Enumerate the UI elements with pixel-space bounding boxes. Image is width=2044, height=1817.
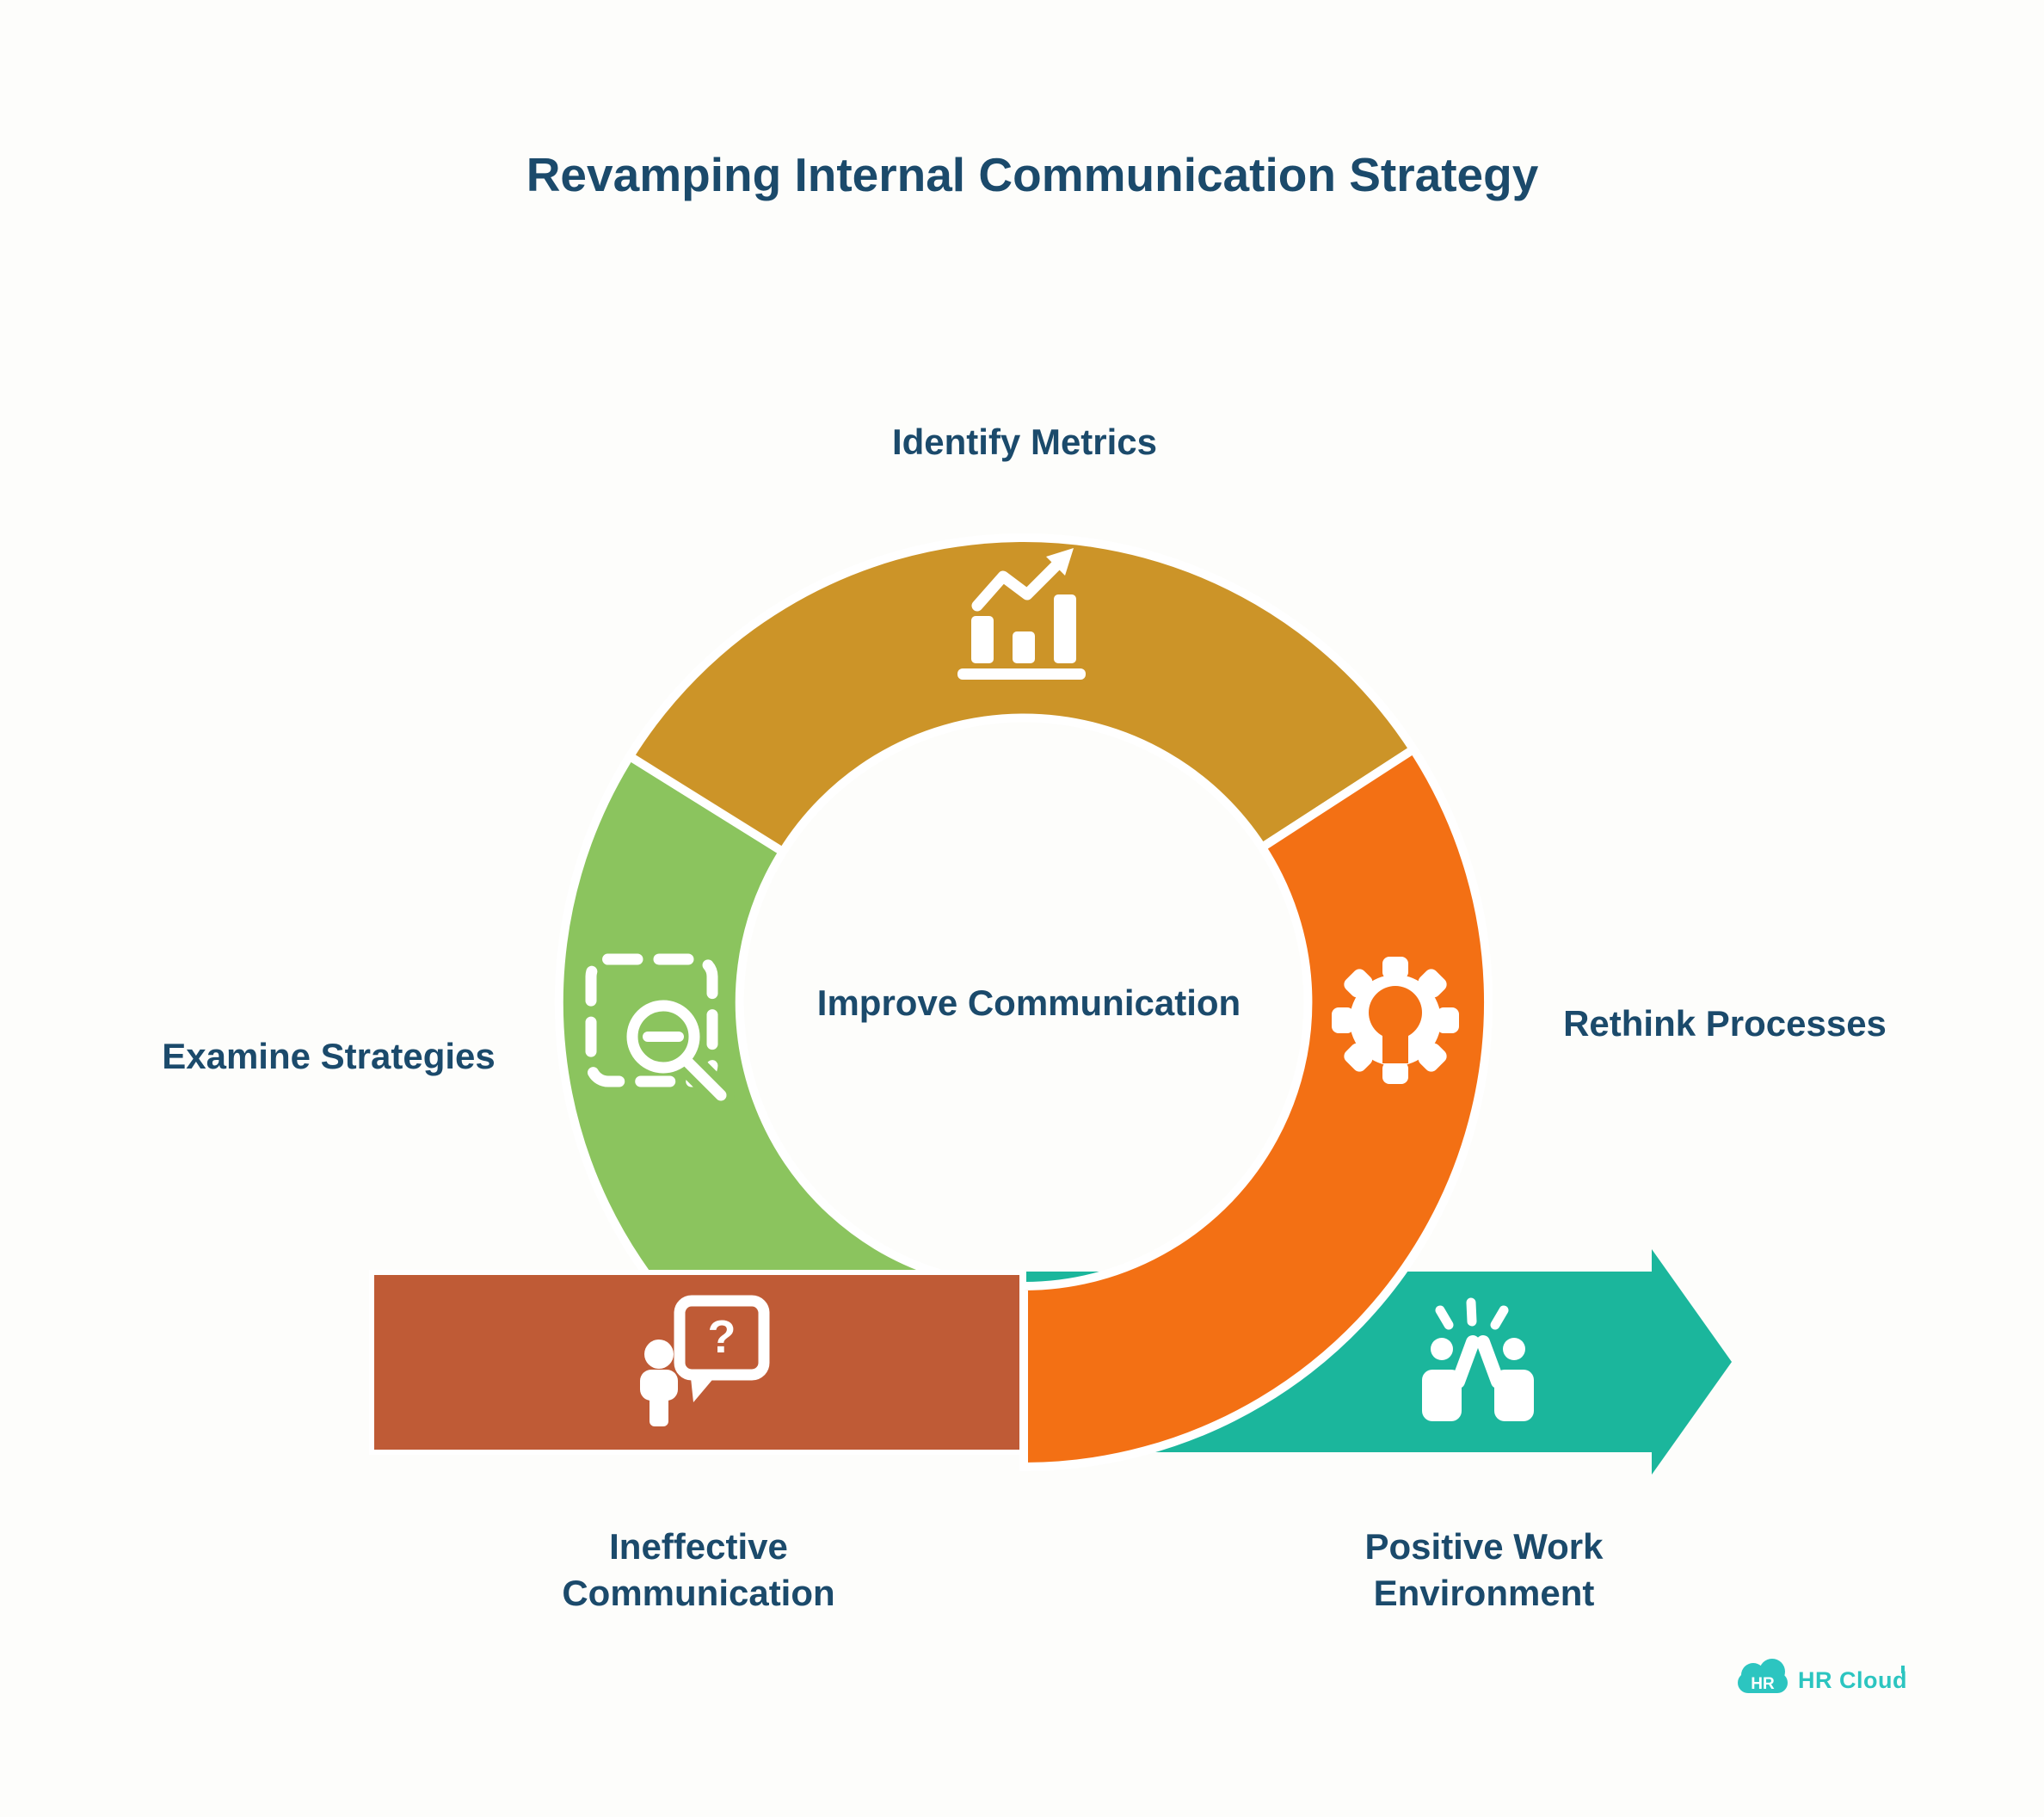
- label-ineffective-line1: Ineffective: [609, 1526, 788, 1567]
- logo-badge-text: HR: [1751, 1675, 1775, 1693]
- gear-icon: [1332, 957, 1459, 1084]
- trademark-mark: [1901, 1666, 1905, 1673]
- selection-dashed-square: [585, 953, 718, 1087]
- ring-segment-rethink: [1019, 743, 1493, 1472]
- zoom-selection-icon: [585, 953, 735, 1109]
- label-identify-metrics: Identify Metrics: [892, 422, 1157, 462]
- cloud-base: [1738, 1672, 1788, 1693]
- gear-bulb-neck: [1382, 1031, 1408, 1063]
- chart-bar-1: [971, 616, 994, 663]
- spark-middle: [1466, 1297, 1477, 1327]
- label-improve-communication: Improve Communication: [817, 982, 1241, 1023]
- person-head: [644, 1340, 674, 1369]
- gear-tooth: [1332, 1007, 1354, 1033]
- high-five-right-head: [1503, 1338, 1525, 1360]
- label-positive-line1: Positive Work: [1365, 1526, 1604, 1567]
- chart-bar-3: [1054, 594, 1076, 663]
- gear-tooth: [1437, 1007, 1459, 1033]
- person-question-icon: ?: [640, 1295, 770, 1426]
- high-five-right-arm: [1476, 1335, 1505, 1389]
- question-bubble: [674, 1295, 770, 1381]
- hr-cloud-logo: HR HR Cloud: [1738, 1659, 1907, 1693]
- person-legs: [650, 1394, 668, 1426]
- positive-arrow-head: [1652, 1249, 1732, 1475]
- chart-trend-line: [971, 556, 1066, 612]
- bar-chart-icon: [957, 548, 1086, 680]
- gear-tooth: [1382, 1062, 1408, 1084]
- logo-brand-text: HR Cloud: [1798, 1667, 1907, 1693]
- cloud-icon: HR: [1738, 1659, 1788, 1693]
- gear-bulb-hole: [1369, 986, 1422, 1039]
- ring-segment-identify: [624, 533, 1419, 858]
- question-mark: ?: [708, 1311, 736, 1363]
- magnifier-handle: [680, 1054, 727, 1101]
- label-examine-strategies: Examine Strategies: [162, 1036, 496, 1076]
- high-five-left-head: [1431, 1338, 1453, 1360]
- high-five-icon: [1422, 1297, 1534, 1421]
- high-five-left-arm: [1451, 1335, 1480, 1389]
- spark-left: [1435, 1305, 1454, 1330]
- label-rethink-processes: Rethink Processes: [1563, 1003, 1887, 1044]
- label-positive-line2: Environment: [1374, 1573, 1595, 1613]
- chart-trend-arrowhead: [1046, 548, 1074, 576]
- label-ineffective-line2: Communication: [562, 1573, 834, 1613]
- chart-baseline: [957, 668, 1086, 680]
- person-torso: [640, 1370, 678, 1401]
- chart-bar-2: [1013, 631, 1035, 663]
- page-title: Revamping Internal Communication Strateg…: [526, 148, 1539, 201]
- spark-right: [1490, 1305, 1509, 1330]
- gear-tooth: [1382, 957, 1408, 979]
